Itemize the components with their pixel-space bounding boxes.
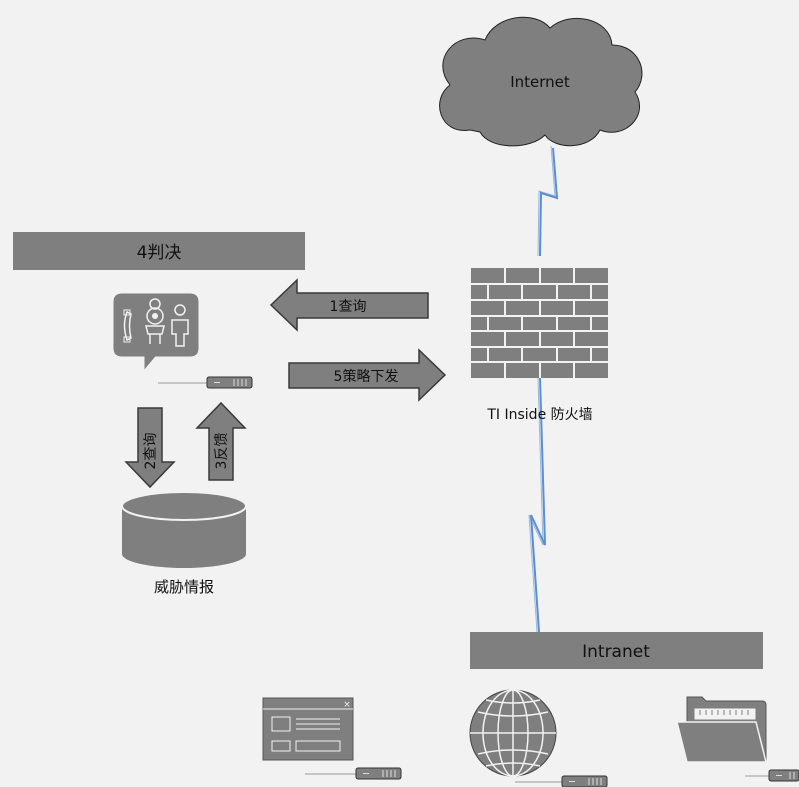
browser-window-icon: × [262, 697, 354, 761]
feedback-3-arrow: 3反馈 [195, 401, 247, 481]
firewall-intranet-link [528, 377, 546, 633]
policy-5-arrow: 5策略下发 [288, 348, 447, 402]
analysis-console [113, 293, 253, 389]
folder-client [676, 696, 799, 782]
query-2-label: 2查询 [143, 433, 159, 470]
phone-camera-person-bubble-icon [113, 293, 199, 370]
feedback-3-label: 3反馈 [214, 433, 230, 470]
database-cylinder-icon [121, 491, 247, 568]
internet-firewall-link [537, 145, 559, 257]
internet-label: Internet [510, 73, 570, 91]
close-icon: × [343, 700, 351, 710]
policy-5-label: 5策略下发 [334, 368, 399, 385]
globe-icon [469, 689, 557, 777]
brick-wall-icon [471, 268, 608, 378]
threat-intel-label: 威胁情报 [154, 578, 214, 596]
folder-icon [676, 696, 767, 763]
decision-banner: 4判决 [13, 232, 305, 270]
internet-cloud: Internet [439, 16, 643, 147]
cloud-icon [439, 16, 643, 147]
decision-label: 4判决 [137, 243, 182, 263]
web-client: × [262, 697, 402, 780]
threat-intel-database: 威胁情报 [121, 491, 247, 596]
intranet-label: Intranet [582, 642, 650, 662]
query-1-label: 1查询 [330, 299, 367, 315]
query-2-arrow: 2查询 [124, 407, 176, 489]
firewall: TI Inside 防火墙 [471, 268, 608, 423]
query-1-arrow: 1查询 [269, 278, 429, 332]
network-device-icon [515, 775, 608, 787]
network-device-icon [305, 767, 402, 780]
network-device-icon [158, 376, 253, 389]
firewall-label: TI Inside 防火墙 [486, 407, 592, 423]
intranet-banner: Intranet [470, 632, 763, 669]
globe-client [469, 689, 608, 787]
network-device-icon [745, 769, 799, 782]
